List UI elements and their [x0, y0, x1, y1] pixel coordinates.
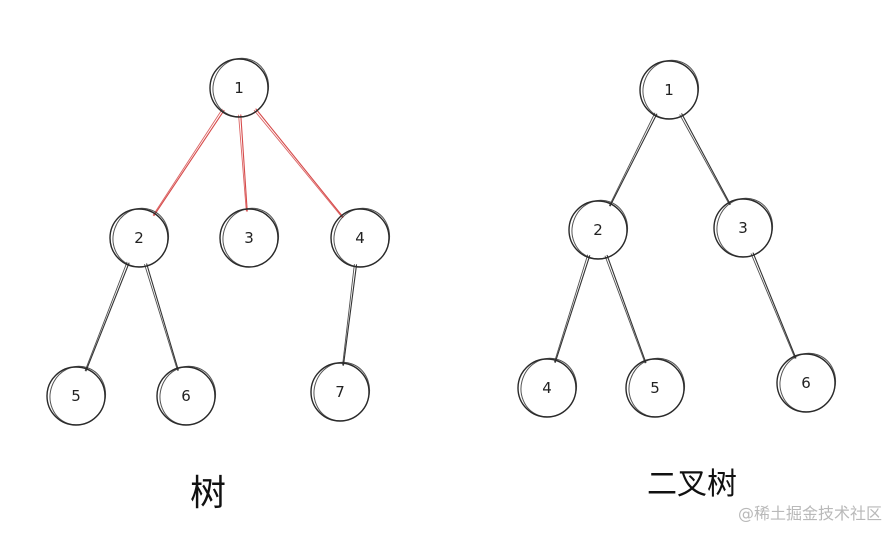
tree-node-label: 3 — [244, 229, 254, 247]
binary-tree-node-2: 2 — [568, 199, 628, 260]
tree-edge-t4-t7 — [342, 264, 358, 366]
binary-tree-node-3: 3 — [713, 197, 773, 258]
tree-node-1: 1 — [209, 57, 269, 118]
tree-edge-t1-t4 — [253, 108, 344, 218]
binary-tree-node-label: 1 — [664, 81, 674, 99]
binary-tree-node-label: 5 — [650, 379, 660, 397]
binary-tree-node-1: 1 — [639, 59, 699, 120]
watermark: @稀土掘金技术社区 — [737, 504, 882, 523]
tree-caption: 树 — [190, 473, 227, 514]
tree-edge-t1-t3 — [238, 114, 248, 212]
binary-tree-edge-b1-b2 — [608, 112, 658, 207]
binary-tree-node-label: 2 — [593, 221, 603, 239]
binary-tree-edge-b1-b3 — [679, 113, 731, 206]
binary-tree-edge-b3-b6 — [750, 252, 797, 359]
tree-node-4: 4 — [330, 207, 390, 268]
tree-node-5: 5 — [46, 365, 106, 426]
tree-node-label: 5 — [71, 387, 81, 405]
binary-tree-node-4: 4 — [517, 357, 577, 418]
binary-tree-edge-b2-b5 — [604, 254, 647, 364]
binary-tree-caption: 二叉树 — [647, 467, 737, 502]
tree-node-3: 3 — [219, 207, 279, 268]
binary-tree-node-5: 5 — [625, 357, 685, 418]
tree-node-label: 6 — [181, 387, 191, 405]
tree-node-7: 7 — [310, 361, 370, 422]
tree-node-label: 1 — [234, 79, 244, 97]
tree-edge-t1-t2 — [152, 108, 225, 217]
tree-node-6: 6 — [156, 365, 216, 426]
tree-edge-t2-t6 — [144, 263, 179, 371]
tree-node-2: 2 — [109, 207, 169, 268]
tree-edge-t2-t5 — [84, 261, 130, 372]
binary-tree-node-6: 6 — [776, 352, 836, 413]
binary-tree-node-label: 3 — [738, 219, 748, 237]
binary-tree-node-label: 4 — [542, 379, 552, 397]
tree-node-label: 7 — [335, 383, 345, 401]
binary-tree-edge-b2-b4 — [554, 254, 591, 363]
binary-tree-node-label: 6 — [801, 374, 811, 392]
tree-node-label: 2 — [134, 229, 144, 247]
tree-node-label: 4 — [355, 229, 365, 247]
